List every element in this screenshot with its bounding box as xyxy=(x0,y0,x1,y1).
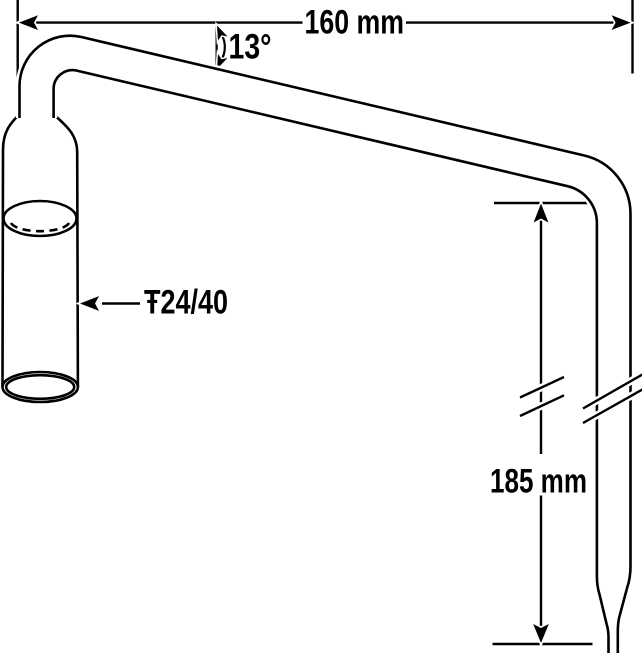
svg-text:Ŧ24/40: Ŧ24/40 xyxy=(144,284,228,322)
svg-text:185 mm: 185 mm xyxy=(490,462,587,500)
svg-text:13°: 13° xyxy=(229,26,272,66)
svg-text:160 mm: 160 mm xyxy=(305,4,405,42)
